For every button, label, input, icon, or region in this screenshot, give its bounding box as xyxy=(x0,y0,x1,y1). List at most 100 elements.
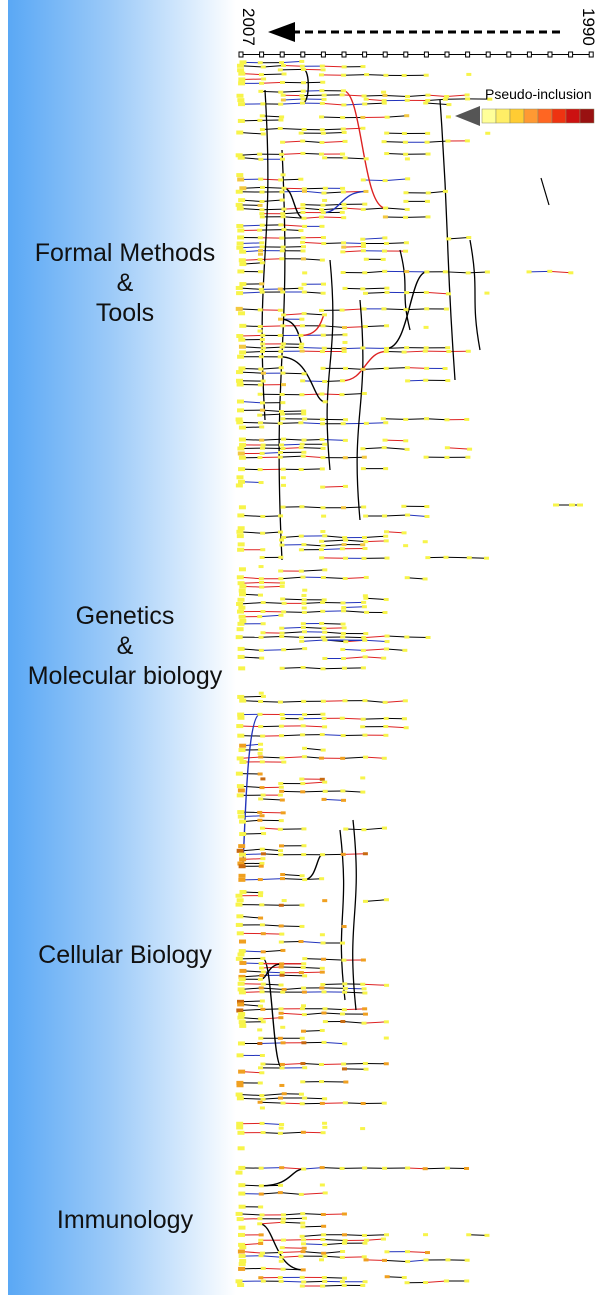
graph-edge xyxy=(550,271,571,272)
graph-node xyxy=(323,1191,328,1194)
graph-node xyxy=(237,622,244,626)
graph-edge xyxy=(282,975,305,976)
graph-node xyxy=(280,949,285,952)
graph-node xyxy=(299,94,304,97)
graph-node xyxy=(280,249,285,252)
graph-node xyxy=(384,984,389,987)
graph-node xyxy=(343,367,348,370)
graph-node xyxy=(280,447,285,450)
graph-node xyxy=(341,657,346,660)
graph-node xyxy=(300,1062,305,1065)
graph-node xyxy=(279,1256,284,1259)
graph-node xyxy=(363,655,368,658)
stray-mark xyxy=(541,178,549,205)
graph-edge xyxy=(325,381,343,382)
graph-node xyxy=(260,102,265,105)
graph-node xyxy=(341,506,346,509)
graph-node xyxy=(258,878,263,881)
graph-node xyxy=(299,132,304,135)
graph-node xyxy=(238,1012,245,1016)
graph-edge xyxy=(260,1222,283,1224)
graph-edge xyxy=(385,701,405,703)
graph-node xyxy=(340,1020,345,1023)
graph-node xyxy=(465,93,470,96)
graph-edge xyxy=(262,128,280,129)
graph-node xyxy=(340,250,345,253)
graph-edge xyxy=(303,456,323,457)
graph-node xyxy=(340,547,345,550)
graph-edge xyxy=(363,208,385,209)
graph-node xyxy=(322,798,327,801)
graph-node xyxy=(238,72,245,76)
graph-edge xyxy=(387,1277,404,1278)
graph-node xyxy=(278,355,283,358)
graph-node xyxy=(281,1217,286,1220)
graph-edge xyxy=(323,486,346,487)
graph-node xyxy=(321,68,326,71)
graph-node xyxy=(281,484,286,487)
graph-edge xyxy=(263,1268,283,1269)
graph-node xyxy=(382,446,387,449)
graph-node xyxy=(299,468,304,471)
graph-node xyxy=(237,513,244,517)
graph-node xyxy=(423,1233,428,1236)
graph-edge xyxy=(428,95,447,96)
graph-node xyxy=(362,1022,367,1025)
graph-node xyxy=(320,610,325,613)
graph-node xyxy=(424,417,429,420)
graph-edge xyxy=(366,757,385,758)
graph-node xyxy=(279,61,284,64)
graph-node xyxy=(321,447,326,450)
graph-edge xyxy=(323,204,344,205)
graph-edge xyxy=(263,66,283,67)
graph-edge xyxy=(284,649,305,650)
graph-node xyxy=(445,1258,450,1261)
graph-edge xyxy=(262,586,282,587)
graph-edge xyxy=(282,1168,304,1169)
graph-node xyxy=(258,1205,263,1208)
graph-edge xyxy=(323,701,345,702)
graph-node xyxy=(237,1096,244,1100)
graph-node xyxy=(239,853,246,857)
graph-edge xyxy=(324,192,343,193)
graph-node xyxy=(278,309,283,312)
graph-node xyxy=(340,187,345,190)
graph-edge xyxy=(343,1021,364,1023)
graph-node xyxy=(320,601,325,604)
graph-node xyxy=(403,699,408,702)
graph-node xyxy=(343,418,348,421)
graph-edge xyxy=(323,132,344,133)
graph-node xyxy=(261,132,266,135)
graph-edge xyxy=(301,347,324,348)
graph-node xyxy=(321,515,326,518)
graph-node xyxy=(446,103,451,106)
graph-node xyxy=(385,116,390,119)
graph-edge xyxy=(345,457,364,458)
graph-node xyxy=(300,1222,305,1225)
graph-node xyxy=(302,713,307,716)
graph-node xyxy=(383,421,388,424)
graph-node xyxy=(363,515,368,518)
graph-node xyxy=(384,647,389,650)
graph-node xyxy=(385,557,390,560)
graph-node xyxy=(361,368,366,371)
axis-tick xyxy=(260,52,264,57)
graph-node xyxy=(237,400,244,404)
graph-node xyxy=(341,241,346,244)
graph-edge xyxy=(303,153,322,154)
graph-edge xyxy=(304,314,324,315)
graph-edge xyxy=(304,611,322,612)
graph-node xyxy=(258,725,263,728)
graph-edge xyxy=(304,1244,325,1245)
graph-node xyxy=(320,128,325,131)
graph-node xyxy=(280,346,285,349)
graph-node xyxy=(464,1167,469,1170)
graph-node xyxy=(403,250,408,253)
graph-edge xyxy=(321,549,342,550)
graph-node xyxy=(239,584,246,588)
graph-node xyxy=(302,974,307,977)
graph-node xyxy=(382,1167,387,1170)
graph-edge xyxy=(428,99,446,100)
graph-edge xyxy=(344,104,365,105)
graph-node xyxy=(239,874,246,878)
